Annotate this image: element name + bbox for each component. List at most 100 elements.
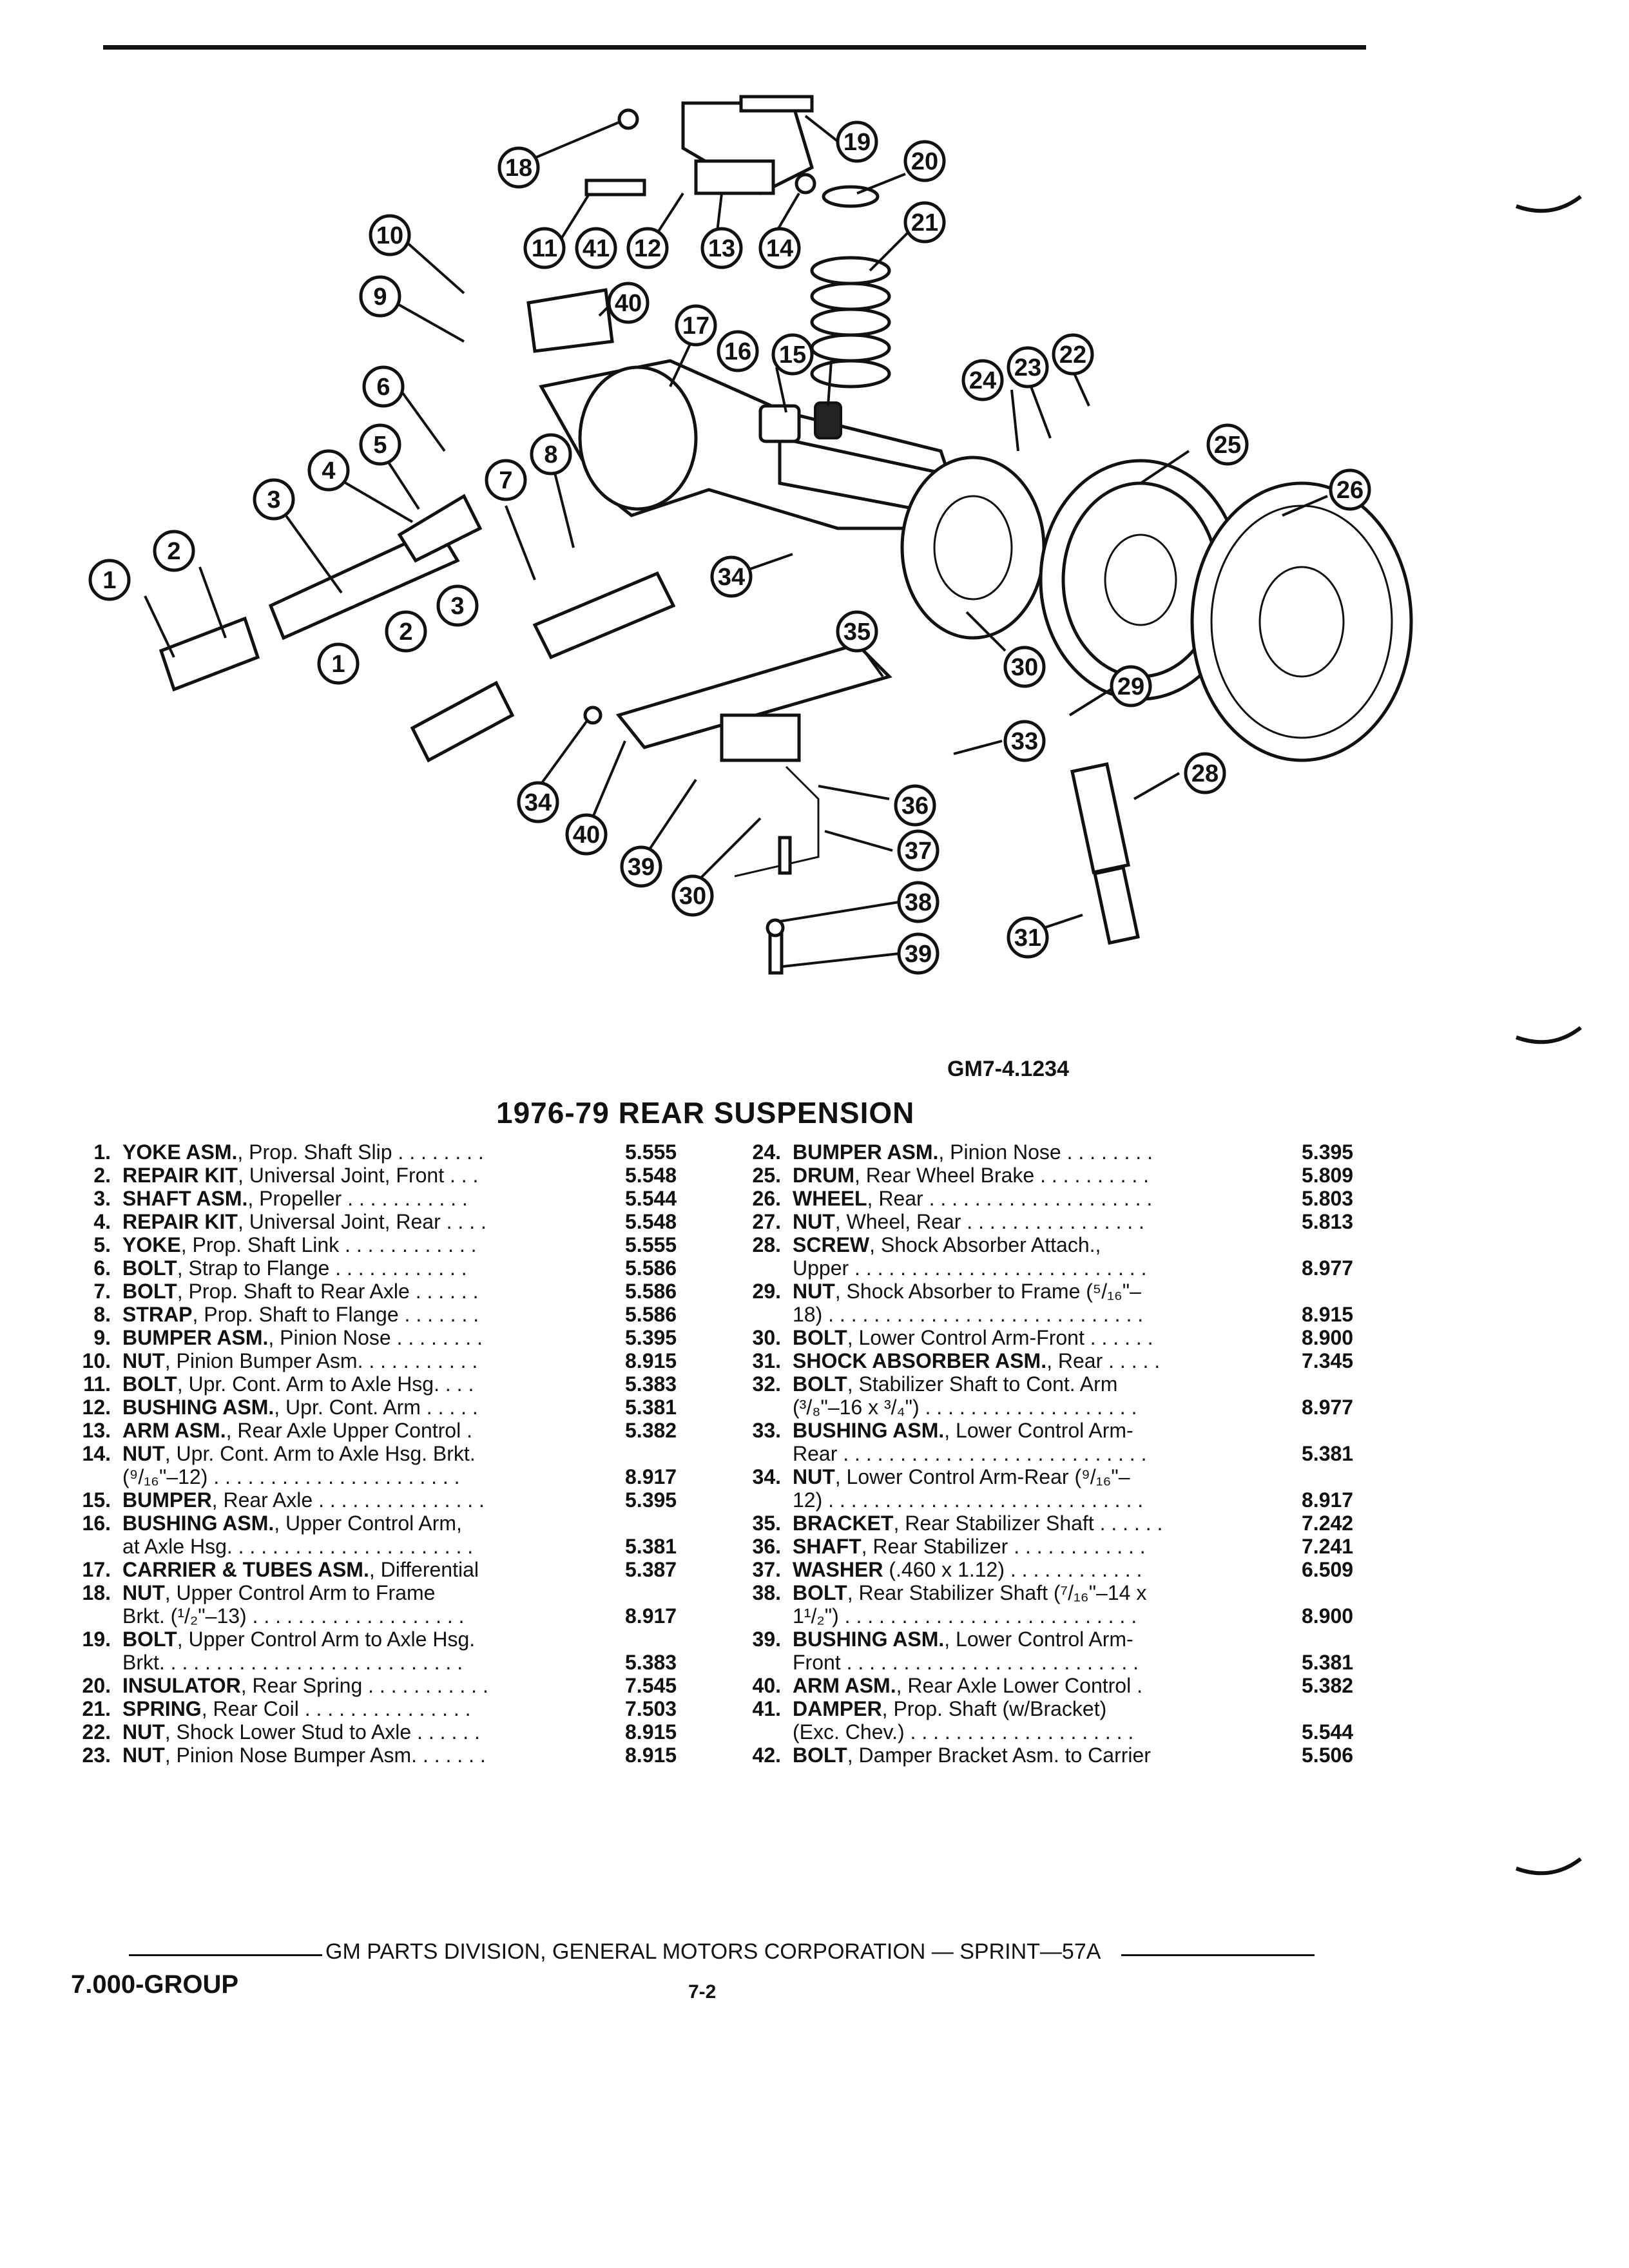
item-name: BUSHING ASM. [793,1628,945,1651]
item-description: BOLT, Prop. Shaft to Rear Axle . . . . .… [122,1280,612,1303]
group-code: 5.586 [625,1256,677,1280]
item-description: NUT, Upr. Cont. Arm to Axle Hsg. Brkt. (… [122,1442,612,1488]
parts-list-item: 21.SPRING, Rear Coil . . . . . . . . . .… [71,1697,709,1720]
svg-text:4: 4 [322,457,335,485]
callout-10: 10 [369,214,411,256]
item-number: 37. [752,1558,781,1581]
callout-16: 16 [717,330,759,372]
parts-list-item: 19.BOLT, Upper Control Arm to Axle Hsg. … [71,1628,709,1674]
callout-13: 13 [700,227,743,269]
item-detail: , Universal Joint, Rear . . . . [237,1210,487,1233]
group-code: 7.345 [1302,1349,1354,1372]
item-name: BOLT [793,1581,847,1604]
item-number: 42. [752,1744,781,1767]
item-name: ARM ASM. [793,1674,896,1697]
svg-text:36: 36 [901,793,929,820]
item-detail: , Lower Control Arm- Rear . . . . . . . … [793,1419,1147,1465]
callout-39: 39 [620,845,662,888]
item-name: SHOCK ABSORBER ASM. [793,1349,1047,1372]
group-code: 5.381 [625,1396,677,1419]
group-code: 8.915 [1302,1303,1354,1326]
callout-11: 11 [523,227,566,269]
svg-text:28: 28 [1191,760,1219,787]
parts-list-item: 2.REPAIR KIT, Universal Joint, Front . .… [71,1164,709,1187]
item-number: 40. [752,1674,781,1697]
item-detail: , Rear . . . . . . . . . . . . . . . . .… [867,1187,1153,1210]
callout-18: 18 [497,146,540,189]
item-detail: , Prop. Shaft Link . . . . . . . . . . .… [180,1233,477,1256]
item-number: 29. [752,1280,781,1303]
item-description: SCREW, Shock Absorber Attach., Upper . .… [793,1233,1289,1280]
item-number: 7. [93,1280,111,1303]
figure-id: GM7-4.1234 [947,1057,1069,1081]
svg-text:22: 22 [1059,341,1086,369]
callout-42: 41 [575,227,617,269]
item-description: WASHER (.460 x 1.12) . . . . . . . . . .… [793,1558,1289,1581]
item-detail: , Rear Axle . . . . . . . . . . . . . . … [211,1488,485,1512]
parts-list-item: 34.NUT, Lower Control Arm-Rear (⁹/₁₆"– 1… [741,1465,1385,1512]
group-code: 5.803 [1302,1187,1354,1210]
svg-text:33: 33 [1011,728,1038,755]
item-name: WASHER [793,1558,883,1581]
item-description: BOLT, Upr. Cont. Arm to Axle Hsg. . . . [122,1372,612,1396]
svg-text:2: 2 [167,538,180,565]
callout-25: 25 [1206,423,1249,466]
svg-text:37: 37 [905,838,932,865]
item-description: BUSHING ASM., Lower Control Arm- Rear . … [793,1419,1289,1465]
parts-list-item: 29.NUT, Shock Absorber to Frame (⁵/₁₆"– … [741,1280,1385,1326]
group-code: 8.917 [625,1604,677,1628]
item-number: 13. [82,1419,111,1442]
item-name: BOLT [793,1744,847,1767]
svg-text:23: 23 [1014,354,1041,381]
callout-36: 37 [897,829,940,872]
item-name: DRUM [793,1164,854,1187]
item-name: YOKE [122,1233,181,1256]
item-name: CARRIER & TUBES ASM. [122,1558,369,1581]
parts-list-item: 9.BUMPER ASM., Pinion Nose . . . . . . .… [71,1326,709,1349]
callout-3-lower: 3 [436,584,479,627]
svg-text:20: 20 [911,148,938,175]
item-description: BUSHING ASM., Upper Control Arm, at Axle… [122,1512,612,1558]
group-code: 5.548 [625,1210,677,1233]
svg-text:6: 6 [376,374,390,401]
parts-list-right: 24.BUMPER ASM., Pinion Nose . . . . . . … [741,1140,1385,1767]
item-name: REPAIR KIT [122,1210,238,1233]
item-number: 4. [93,1210,111,1233]
group-code: 5.382 [625,1419,677,1442]
svg-text:13: 13 [708,235,735,262]
item-name: NUT [793,1465,835,1488]
parts-list-item: 1.YOKE ASM., Prop. Shaft Slip . . . . . … [71,1140,709,1164]
svg-text:34: 34 [718,564,745,591]
svg-text:21: 21 [911,209,938,236]
svg-text:39: 39 [905,941,932,968]
item-description: BOLT, Damper Bracket Asm. to Carrier [793,1744,1289,1767]
item-description: BUSHING ASM., Upr. Cont. Arm . . . . . [122,1396,612,1419]
svg-text:15: 15 [779,341,806,369]
svg-text:12: 12 [634,235,661,262]
svg-text:3: 3 [267,486,280,514]
svg-text:19: 19 [843,129,871,156]
group-code: 8.915 [625,1744,677,1767]
svg-text:5: 5 [373,432,387,459]
svg-text:30: 30 [1011,654,1038,681]
svg-text:40: 40 [615,290,642,317]
item-description: REPAIR KIT, Universal Joint, Front . . . [122,1164,612,1187]
item-name: ARM ASM. [122,1419,226,1442]
group-code: 5.586 [625,1280,677,1303]
item-detail: , Rear Stabilizer . . . . . . . . . . . … [861,1535,1146,1558]
callout-1-lower: 1 [317,642,360,685]
item-description: BOLT, Rear Stabilizer Shaft (⁷/₁₆"–14 x … [793,1581,1289,1628]
item-detail: , Differential [369,1558,479,1581]
item-detail: , Shock Absorber Attach., Upper . . . . … [793,1233,1147,1280]
svg-text:35: 35 [843,619,871,646]
item-name: NUT [122,1744,165,1767]
item-name: NUT [793,1210,835,1233]
callout-4: 4 [307,449,350,492]
binder-tab-mark [1515,1026,1582,1044]
item-description: BUSHING ASM., Lower Control Arm- Front .… [793,1628,1289,1674]
parts-list-item: 41.DAMPER, Prop. Shaft (w/Bracket) (Exc.… [741,1697,1385,1744]
parts-list-item: 26.WHEEL, Rear . . . . . . . . . . . . .… [741,1187,1385,1210]
group-code: 5.555 [625,1140,677,1164]
